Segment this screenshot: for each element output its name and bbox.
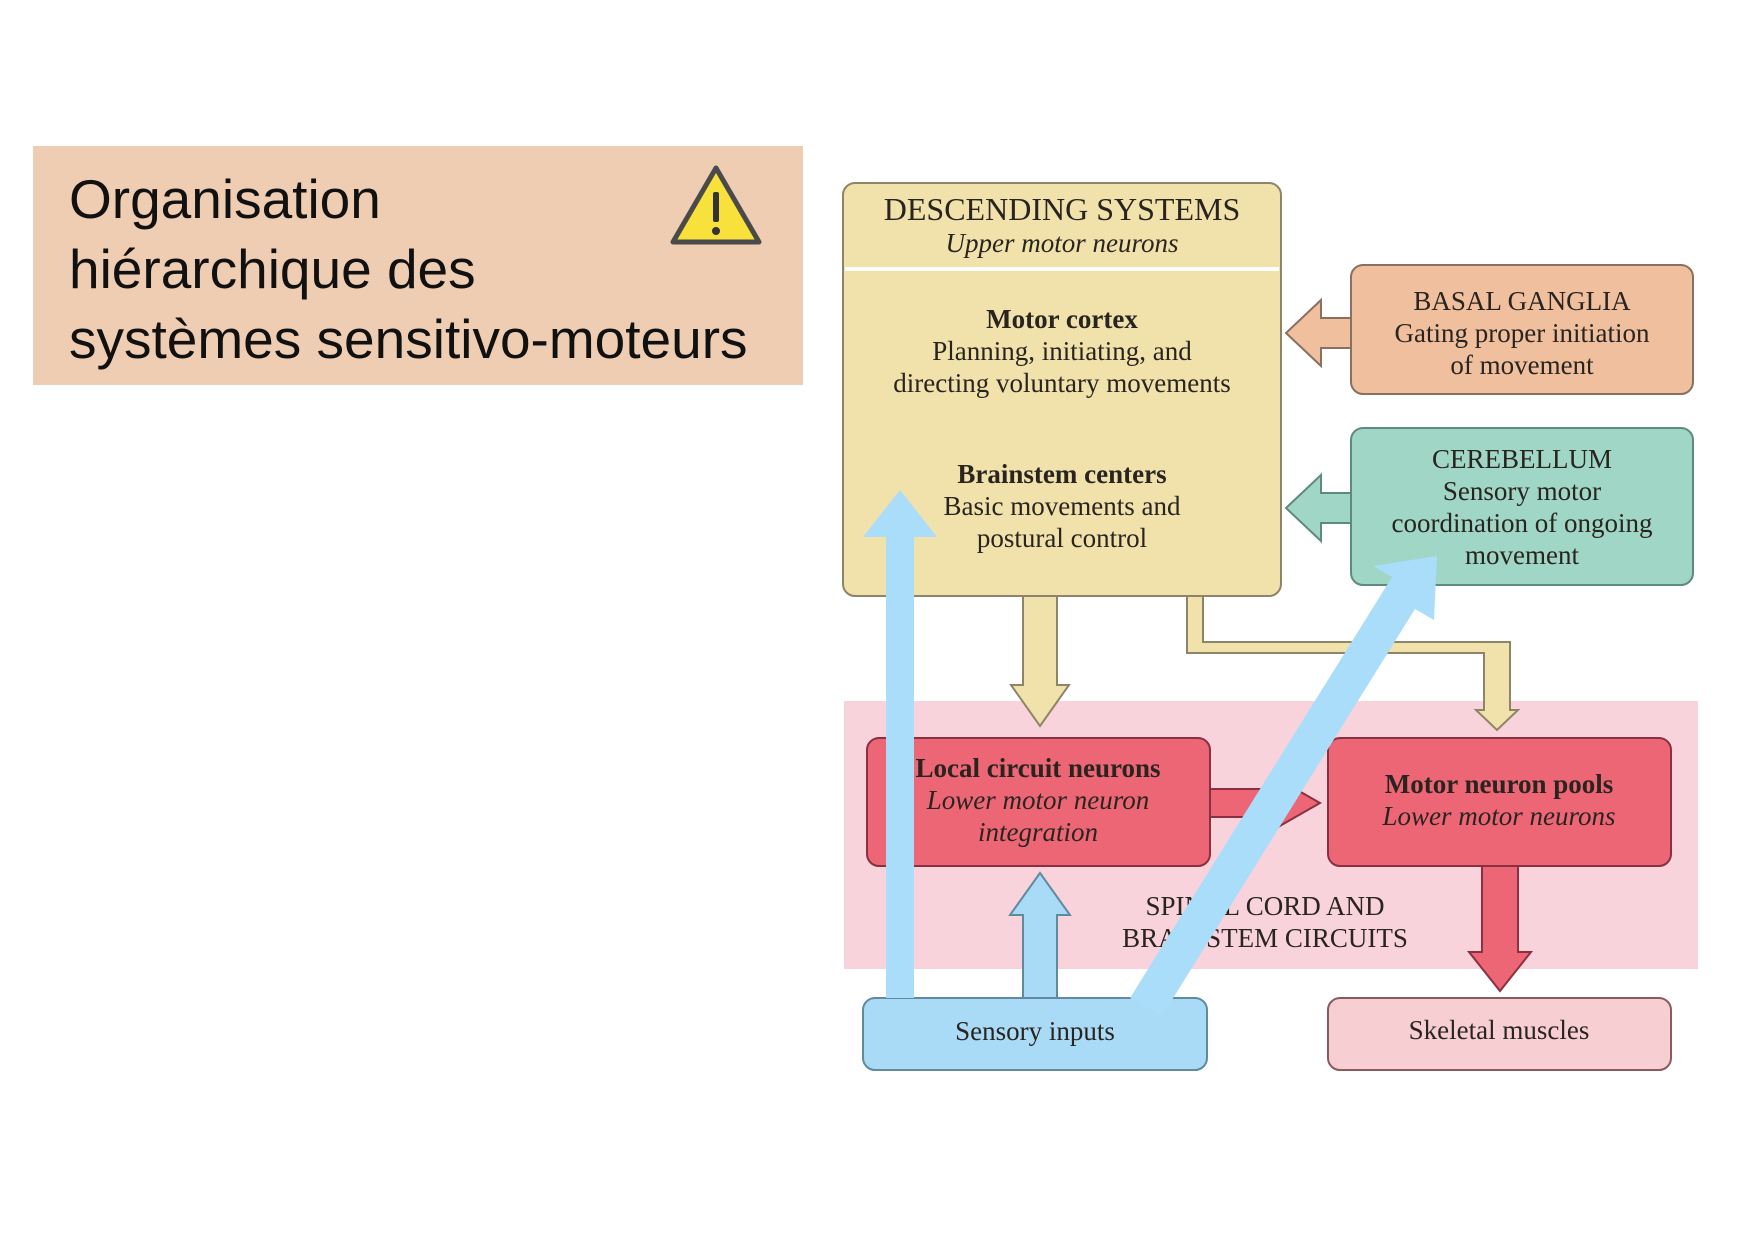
skeletal-muscles-label: Skeletal muscles [1409,1015,1590,1045]
descending-to-motor-pool-arrow [1186,595,1521,732]
brainstem-line-2: postural control [977,523,1147,553]
motor-cortex-line-1: Planning, initiating, and [932,336,1192,366]
descending-subheading: Upper motor neurons [946,228,1179,258]
basal-ganglia-line-1: Gating proper initiation [1395,318,1650,348]
cerebellum-to-descending-arrow [1284,472,1352,544]
basal-ganglia-name: BASAL GANGLIA [1413,286,1631,316]
page-title: Organisation hiérarchique des systèmes s… [69,164,749,374]
skeletal-muscles-box [1327,997,1672,1071]
descending-to-local-arrow [1009,595,1071,728]
motor-pools-name: Motor neuron pools [1385,769,1614,799]
motor-pools-subtitle: Lower motor neurons [1381,801,1615,831]
title-line-3: systèmes sensitivo-moteurs [69,308,748,370]
basal-to-descending-arrow [1284,297,1352,369]
title-line-1: Organisation [69,168,381,230]
title-line-2: hiérarchique des [69,238,476,300]
warning-triangle-icon [670,165,762,245]
local-circuit-line-1: Lower motor neuron [926,785,1150,815]
basal-ganglia-line-2: of movement [1450,350,1594,380]
brainstem-name: Brainstem centers [957,459,1166,489]
brainstem-line-1: Basic movements and [944,491,1181,521]
cerebellum-line-1: Sensory motor [1443,476,1601,506]
sensory-inputs-label: Sensory inputs [955,1016,1115,1046]
cerebellum-name: CEREBELLUM [1432,444,1612,474]
sensory-to-local-arrow [1008,871,1072,999]
motor-cortex-line-2: directing voluntary movements [893,368,1230,398]
cerebellum-line-3: movement [1465,540,1579,570]
sensory-to-cerebellum-overlay-arrow [1130,556,1437,1016]
cerebellum-line-2: coordination of ongoing [1392,508,1653,538]
motor-cortex-name: Motor cortex [986,304,1138,334]
local-circuit-line-2: integration [978,817,1098,847]
title-banner: Organisation hiérarchique des systèmes s… [33,146,803,385]
descending-heading: DESCENDING SYSTEMS [884,191,1240,227]
motor-pool-to-muscle-arrow [1466,865,1534,993]
sensory-to-brainstem-overlay-arrow [863,490,937,998]
descending-systems-box [842,182,1282,597]
local-circuit-name: Local circuit neurons [915,753,1160,783]
